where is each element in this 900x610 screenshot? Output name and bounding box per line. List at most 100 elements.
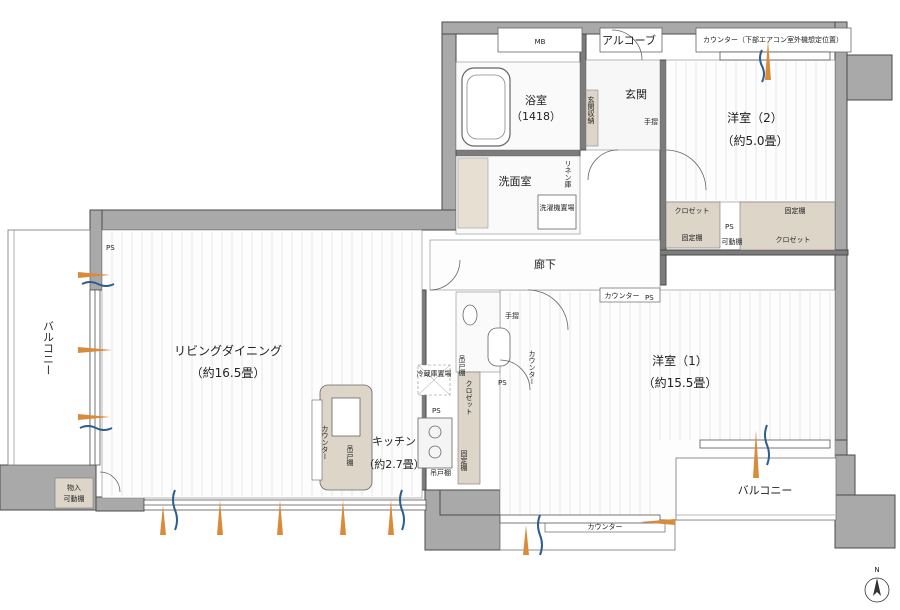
- air-arrow-7: [160, 505, 166, 535]
- floor-entrance: [585, 59, 661, 151]
- air-wave-2: [79, 425, 113, 431]
- hanging-shelf-label: 吊戸棚: [346, 445, 354, 467]
- air-wave-5: [537, 514, 543, 556]
- air-arrow-4: [217, 500, 223, 535]
- mb-box: [497, 27, 583, 53]
- closet-west2-left-label: クロゼット: [675, 206, 710, 215]
- room-corridor-name: 廊下: [534, 257, 556, 271]
- door-toilet: [499, 359, 531, 391]
- toilet-bowl: [487, 327, 511, 367]
- wall-east: [834, 21, 848, 453]
- compass: N: [864, 566, 890, 603]
- washer-pan: [537, 194, 577, 230]
- room-balcony-south-name: バルコニー: [738, 484, 793, 497]
- air-wave-1: [81, 281, 115, 287]
- room-bath-name: 浴室: [525, 93, 547, 107]
- kitchen-sink: [331, 397, 361, 437]
- movable-shelf-short: 可動棚: [722, 237, 743, 246]
- compass-north-arrow-icon: [873, 578, 881, 596]
- room-western1-size: （約15.5畳）: [643, 375, 718, 390]
- air-wave-6: [764, 424, 770, 466]
- door-entrance: [611, 29, 643, 61]
- ps-west2: PS: [725, 223, 734, 231]
- counter-corridor-label: カウンター: [605, 291, 640, 300]
- counter-kitchen-label: カウンター: [321, 425, 329, 460]
- alcove-label: アルコーブ: [602, 33, 656, 47]
- fixed-shelf-left: 固定棚: [682, 233, 703, 242]
- air-wave-3: [172, 489, 178, 531]
- counter-south-label: カウンター: [588, 522, 623, 531]
- room-western2-size: （約5.0畳）: [721, 133, 788, 148]
- kitchen-shelf-small-label: 吊戸棚: [430, 468, 451, 477]
- room-living-name: リビングダイニング: [174, 343, 282, 358]
- air-arrow-2: [78, 347, 112, 353]
- storage-nook: [54, 477, 94, 509]
- door-washroom: [587, 149, 619, 181]
- ps-living: PS: [106, 244, 115, 252]
- door-west2: [665, 149, 707, 191]
- vanity: [457, 157, 489, 229]
- air-arrow-9: [523, 525, 529, 555]
- wall-living-north: [89, 209, 457, 231]
- storage-shelf-label: 可動棚: [64, 494, 85, 503]
- room-washroom-name: 洗面室: [499, 174, 532, 188]
- handrail-toilet: 手摺: [505, 311, 519, 320]
- room-bath-size: （1418）: [511, 110, 561, 123]
- shoe-storage: [585, 89, 599, 147]
- room-kitchen-size: （約2.7畳）: [363, 457, 425, 471]
- air-arrow-6: [340, 500, 346, 535]
- kitchen-shelf-label: 吊戸棚: [458, 355, 466, 377]
- toilet-sink: [462, 304, 478, 326]
- floor-western1-boards: [509, 292, 831, 518]
- wall-south-1: [95, 496, 145, 512]
- wall-entry-west: [441, 21, 457, 231]
- counter-kitchen: [311, 399, 323, 481]
- air-arrow-12: [765, 40, 771, 80]
- air-arrow-8: [388, 500, 394, 535]
- air-arrow-1: [78, 272, 110, 278]
- ps-kitchen: PS: [432, 407, 441, 415]
- floor-western2: [665, 59, 836, 203]
- wall-se-block: [834, 494, 896, 549]
- washer-label: 洗濯機置場: [540, 203, 575, 212]
- fixed-shelf-right: 固定棚: [785, 206, 806, 215]
- counter-ac-label: カウンター（下部エアコン室外機想定位置）: [703, 35, 843, 44]
- floor-balcony-west: [7, 229, 91, 466]
- wall-ne-jog: [846, 54, 893, 101]
- room-kitchen-name: キッチン: [372, 435, 416, 448]
- wall-south-2: [439, 489, 501, 516]
- room-entrance-name: 玄関: [625, 87, 647, 101]
- storage-label: 物入: [67, 483, 81, 492]
- air-arrow-5: [277, 500, 283, 535]
- wall-living-west-top: [89, 209, 103, 291]
- room-living-size: （約16.5畳）: [191, 365, 266, 380]
- fridge-label: 冷蔵庫置場: [417, 369, 452, 378]
- counter-corridor: [599, 287, 661, 303]
- handrail-entrance: 手摺: [644, 117, 658, 126]
- door-living: [429, 259, 461, 291]
- mb-label: MB: [535, 38, 546, 46]
- air-wave-4: [399, 489, 405, 531]
- doors: [99, 29, 707, 493]
- alcove-box: [599, 27, 663, 53]
- floor-corridor: [429, 239, 661, 291]
- door-storage: [99, 471, 121, 493]
- labels: リビングダイニング （約16.5畳） 洋室（1） （約15.5畳） 洋室（2） …: [42, 33, 844, 531]
- shoe-storage-label: 玄関収納: [587, 95, 595, 125]
- windows: [89, 51, 831, 524]
- air-arrow-11: [753, 430, 759, 478]
- window-west1-south: [499, 514, 661, 524]
- airflow-marks: [78, 40, 771, 556]
- closet-west2-right: [739, 201, 836, 251]
- closet-west2-left: [665, 201, 721, 249]
- wall-west2-south: [659, 249, 849, 256]
- window-west2-north: [719, 51, 831, 61]
- room-western2-name: 洋室（2）: [727, 110, 783, 125]
- closet-west2-right-label: クロゼット: [776, 235, 811, 244]
- floor-western2-boards: [675, 62, 827, 200]
- room-balcony-west-name: バルコニー: [42, 321, 55, 376]
- counter-toilet-label: カウンター: [528, 350, 536, 385]
- closet-kitchen: [457, 371, 481, 485]
- air-wave-7: [759, 49, 765, 83]
